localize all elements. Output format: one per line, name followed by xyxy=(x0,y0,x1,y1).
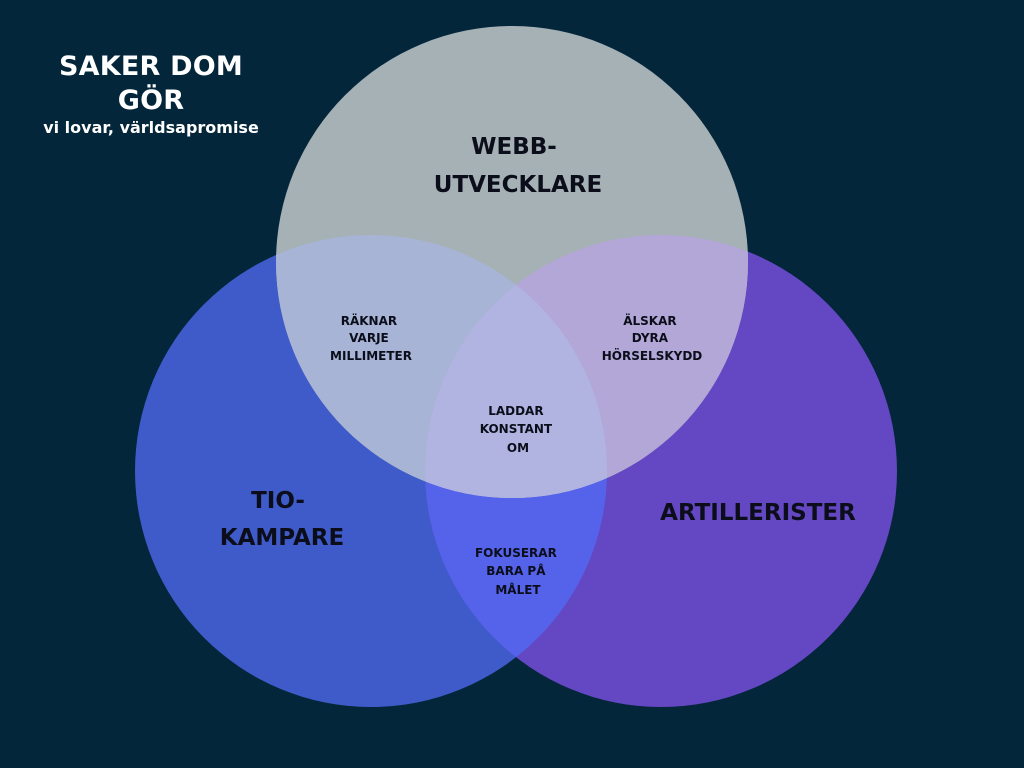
overlap-label-top-left: RÄKNAR VARJE MILLIMETER xyxy=(330,313,412,363)
set-label-top: WEBB- UTVECKLARE xyxy=(434,134,602,198)
set-label-left: TIO- KAMPARE xyxy=(220,488,344,551)
overlap-center xyxy=(425,235,607,498)
diagram-header: SAKER DOM GÖR vi lovar, världsapromise xyxy=(26,50,276,138)
set-label-right: ARTILLERISTER xyxy=(660,500,856,526)
overlap-label-top-right: ÄLSKAR DYRA HÖRSELSKYDD xyxy=(602,313,703,363)
overlap-label-center: LADDAR KONSTANT OM xyxy=(480,404,557,455)
diagram-subtitle: vi lovar, världsapromise xyxy=(43,118,259,137)
diagram-title: SAKER DOM GÖR xyxy=(59,51,243,116)
overlap-label-left-right: FOKUSERAR BARA PÅ MÅLET xyxy=(475,546,561,597)
